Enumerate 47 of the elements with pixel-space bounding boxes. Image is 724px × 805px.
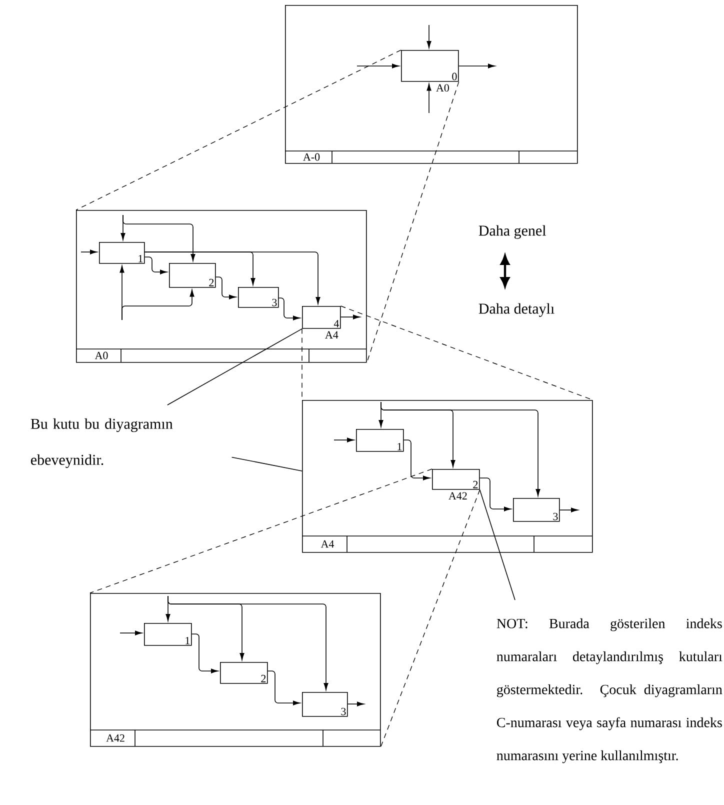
dashed-connector: [76, 50, 402, 210]
process-box: 1: [144, 623, 192, 646]
dashed-connector: [366, 81, 460, 364]
box-code: A42: [448, 492, 467, 500]
arrow: [479, 478, 512, 512]
text-label: Daha detaylı: [478, 303, 554, 317]
arrow: [122, 290, 194, 320]
arrow: [458, 64, 496, 68]
arrow: [120, 630, 142, 636]
arrow: [215, 276, 236, 300]
arrow: [168, 596, 328, 690]
arrow: [278, 298, 300, 320]
arrow: [380, 402, 540, 496]
dashed-connector: [380, 489, 480, 748]
box-code: A4: [325, 331, 338, 338]
arrow: [356, 64, 400, 68]
arrow: [426, 24, 432, 48]
arrow: [347, 702, 364, 706]
arrow: [426, 84, 432, 114]
dashed-connector: [90, 468, 432, 594]
process-box: 2: [169, 263, 216, 288]
arrow: [267, 670, 300, 706]
text-label: Daha genel: [478, 225, 546, 239]
arrow: [334, 438, 354, 442]
note-text: Bu kutu bu diyagramın ebeveynidir.: [30, 418, 173, 468]
process-box: 3: [302, 692, 348, 717]
arrow: [340, 314, 360, 320]
arrow: [403, 440, 430, 480]
arrow: [191, 634, 218, 674]
arrow: [80, 250, 98, 254]
arrow: [559, 508, 578, 512]
note-text: NOT: Burada gösterilen indeks numaraları detaylandırılmış kutuları göstermektedir. Çocuk diyagramların C-numarası veya sayfa numarası indeks numarasını yerine kullanılmıştır.: [496, 618, 722, 764]
process-box: 4: [302, 306, 341, 329]
leader-line: [231, 456, 302, 472]
process-box: 3: [238, 287, 279, 308]
process-box: 2: [220, 662, 268, 684]
process-box: 1: [99, 242, 145, 264]
arrow: [144, 256, 168, 274]
process-box: 3: [513, 498, 560, 522]
arrow: [144, 252, 320, 304]
box-code: A0: [436, 84, 449, 92]
leader-line: [479, 489, 516, 600]
arrow: [122, 214, 196, 262]
process-box: 0: [401, 50, 459, 82]
leader-line: [167, 328, 302, 406]
process-box: 2: [432, 469, 480, 490]
process-box: 1: [356, 429, 404, 452]
